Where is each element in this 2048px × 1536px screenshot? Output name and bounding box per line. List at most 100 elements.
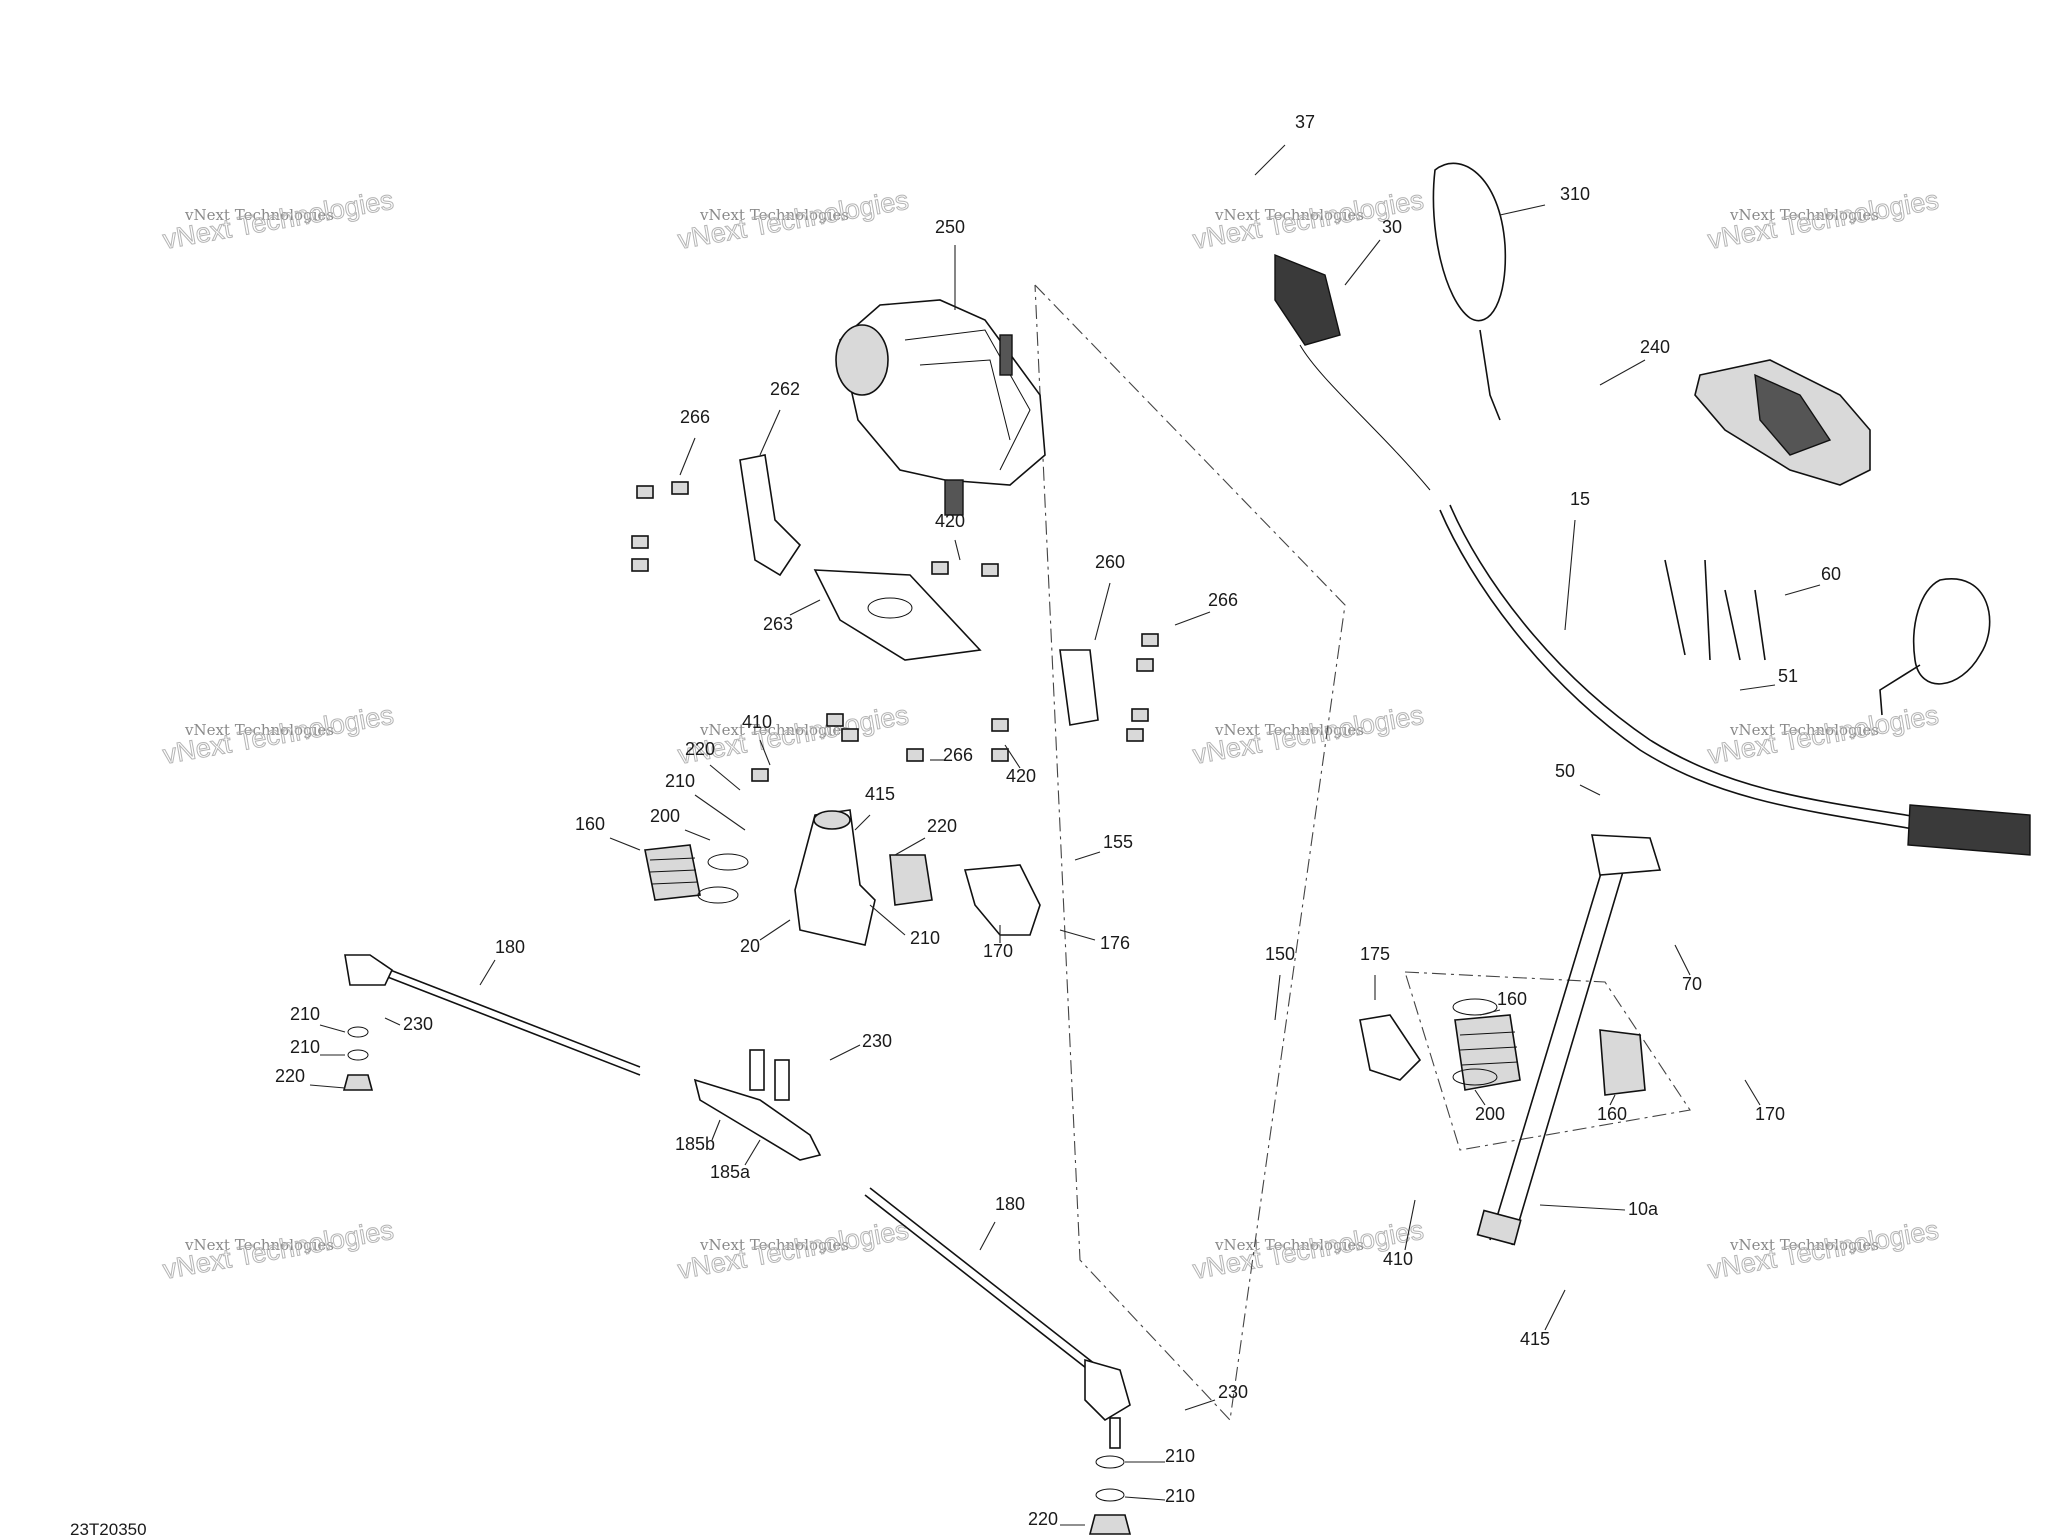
handlebar <box>1274 253 2031 856</box>
callout-210: 210 <box>1165 1446 1195 1466</box>
callout-leader <box>1784 584 1821 596</box>
callout-150: 150 <box>1265 944 1295 964</box>
watermark-text-large: vNext Technologies <box>676 1215 911 1285</box>
callout-185a: 185a <box>710 1162 751 1182</box>
callout-230: 230 <box>862 1031 892 1051</box>
steering-column <box>1476 559 1766 1246</box>
callout-labels: 3731030250240262266156042026026626351410… <box>275 112 1841 1529</box>
callout-266: 266 <box>943 745 973 765</box>
callout-leader <box>1479 1009 1501 1016</box>
callout-220: 220 <box>275 1066 305 1086</box>
callout-200: 200 <box>1475 1104 1505 1124</box>
watermark-text-small: vNext Technologies <box>184 721 334 739</box>
bolt <box>751 768 769 782</box>
callout-420: 420 <box>1006 766 1036 786</box>
watermark-text-large: vNext Technologies <box>161 1215 396 1285</box>
callout-leader <box>954 539 961 561</box>
watermark-text-small: vNext Technologies <box>699 721 849 739</box>
callout-50: 50 <box>1555 761 1575 781</box>
callout-leader <box>1474 1089 1486 1106</box>
callout-leader <box>679 437 696 476</box>
watermark-text-small: vNext Technologies <box>184 206 334 224</box>
callout-310: 310 <box>1560 184 1590 204</box>
tie-rods <box>344 954 1131 1449</box>
watermark-text-large: vNext Technologies <box>1706 185 1941 255</box>
bolt <box>931 561 949 575</box>
callout-15: 15 <box>1570 489 1590 509</box>
callout-leader <box>1274 974 1281 1021</box>
callout-51: 51 <box>1778 666 1798 686</box>
callout-240: 240 <box>1640 337 1670 357</box>
watermark-text-large: vNext Technologies <box>1706 1215 1941 1285</box>
callout-415: 415 <box>1520 1329 1550 1349</box>
callout-leader <box>1739 684 1776 691</box>
handguard <box>1694 359 1871 486</box>
watermark-text-large: vNext Technologies <box>1191 700 1426 770</box>
callout-180: 180 <box>995 1194 1025 1214</box>
mirrors <box>1432 162 1991 716</box>
callout-415: 415 <box>865 784 895 804</box>
callout-230: 230 <box>1218 1382 1248 1402</box>
callout-250: 250 <box>935 217 965 237</box>
callout-leader <box>759 409 781 456</box>
assembly-outline <box>1034 284 1691 1422</box>
bolt <box>631 535 649 549</box>
callout-leader <box>1544 1289 1566 1331</box>
callout-155: 155 <box>1103 832 1133 852</box>
callout-175: 175 <box>1360 944 1390 964</box>
bolt <box>1141 633 1159 647</box>
callout-leader <box>759 919 791 941</box>
callout-leader <box>1404 1199 1416 1251</box>
bolt <box>631 558 649 572</box>
callout-410: 410 <box>742 712 772 732</box>
callout-220: 220 <box>1028 1509 1058 1529</box>
column-clamp-assembly <box>1359 998 1646 1096</box>
callout-leader <box>309 1084 346 1089</box>
watermark-text-large: vNext Technologies <box>161 185 396 255</box>
callout-leader <box>1674 944 1691 976</box>
callout-leader <box>319 1024 346 1033</box>
callout-260: 260 <box>1095 552 1125 572</box>
callout-leader <box>1539 1204 1626 1211</box>
callout-leader <box>979 1221 996 1251</box>
callout-leader <box>711 1119 721 1141</box>
callout-30: 30 <box>1382 217 1402 237</box>
callout-37: 37 <box>1295 112 1315 132</box>
callout-leader <box>854 814 871 831</box>
bolt <box>991 748 1009 762</box>
bolt <box>841 728 859 742</box>
callout-leader <box>479 959 496 986</box>
callout-leader <box>1564 519 1576 631</box>
callout-160: 160 <box>1597 1104 1627 1124</box>
callout-leader <box>1184 1399 1216 1411</box>
watermark-text-large: vNext Technologies <box>161 700 396 770</box>
callout-266: 266 <box>1208 590 1238 610</box>
callout-210: 210 <box>290 1037 320 1057</box>
callout-220: 220 <box>927 816 957 836</box>
bolt <box>636 485 654 499</box>
callout-leader <box>384 1017 401 1026</box>
callout-leader <box>694 794 746 831</box>
bolt <box>906 748 924 762</box>
callout-410: 410 <box>1383 1249 1413 1269</box>
callout-10a: 10a <box>1628 1199 1659 1219</box>
callout-160: 160 <box>1497 989 1527 1009</box>
callout-176: 176 <box>1100 933 1130 953</box>
bolt <box>981 563 999 577</box>
callout-20: 20 <box>740 936 760 956</box>
watermark-text-small: vNext Technologies <box>1214 1236 1364 1254</box>
bolt <box>1136 658 1154 672</box>
callout-262: 262 <box>770 379 800 399</box>
bolt <box>671 481 689 495</box>
callout-leader <box>1124 1496 1166 1501</box>
callout-leader <box>609 837 641 851</box>
callout-230: 230 <box>403 1014 433 1034</box>
callout-leader <box>744 1139 761 1166</box>
